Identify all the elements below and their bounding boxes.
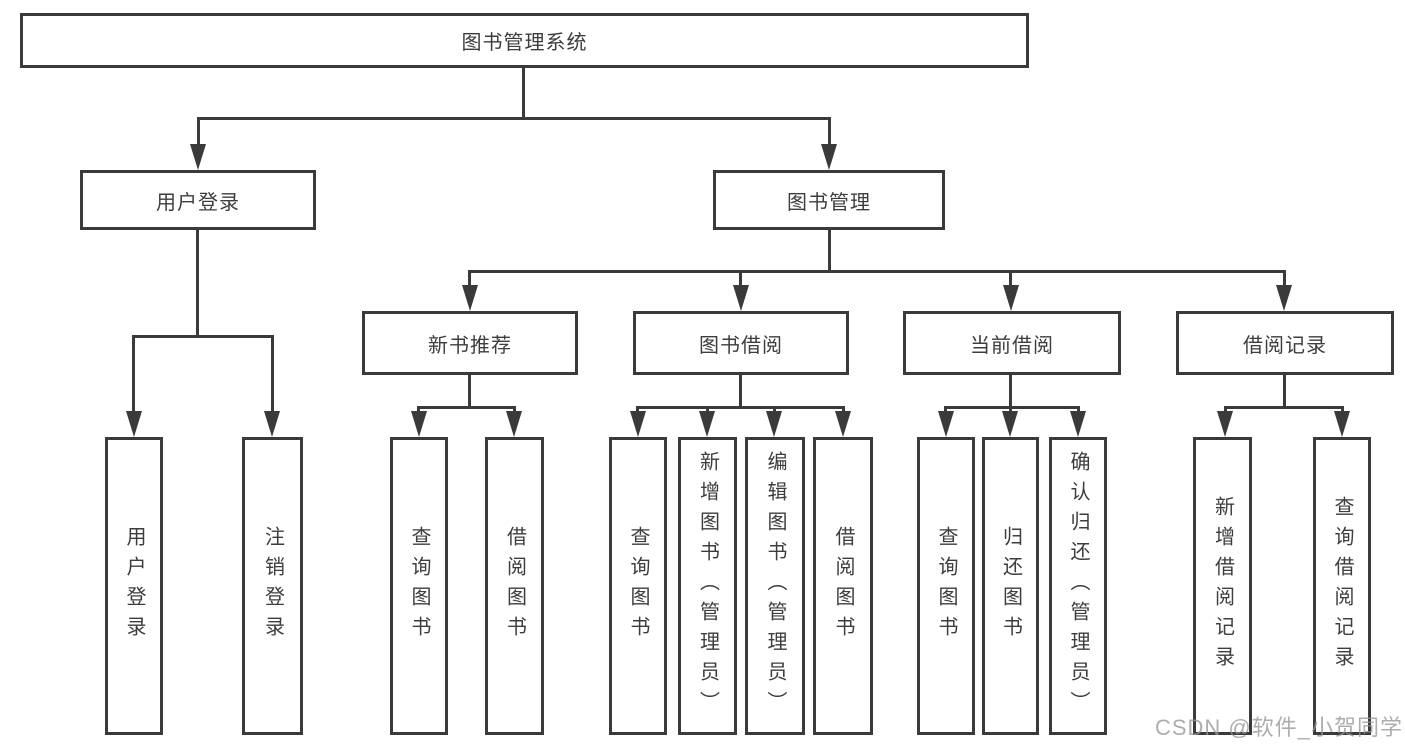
leaf-borrow-books-2: 借阅图书 [813, 437, 873, 735]
leaf-return-book: 归还图书 [982, 437, 1039, 735]
leaf-query-books-recommend: 查询图书 [390, 437, 448, 735]
connector-line [417, 406, 516, 409]
leaf-edit-book-admin-label: 编辑图书（管理员） [764, 451, 786, 721]
leaf-borrow-books-recommend-label: 借阅图书 [503, 526, 526, 646]
node-root: 图书管理系统 [20, 13, 1029, 68]
node-current-borrow-label: 当前借阅 [970, 334, 1054, 357]
connector-line [468, 373, 471, 408]
arrow-down-icon [733, 285, 749, 311]
leaf-logout-label: 注销登录 [261, 526, 284, 646]
leaf-query-books-current: 查询图书 [917, 437, 975, 735]
connector-line [739, 373, 742, 408]
leaf-user-login: 用户登录 [105, 437, 163, 735]
node-new-book-recommend: 新书推荐 [362, 311, 578, 375]
arrow-down-icon [190, 144, 206, 170]
leaf-user-login-label: 用户登录 [123, 526, 145, 646]
arrow-down-icon [1217, 411, 1233, 437]
connector-line [1283, 270, 1286, 290]
connector-line [196, 229, 199, 338]
connector-line [468, 270, 471, 290]
connector-line [636, 406, 845, 409]
node-book-borrow: 图书借阅 [633, 311, 849, 375]
arrow-down-icon [1334, 411, 1350, 437]
connector-line [1009, 373, 1012, 408]
leaf-query-books-borrow: 查询图书 [609, 437, 667, 735]
leaf-query-books-current-label: 查询图书 [935, 526, 957, 646]
connector-line [271, 335, 274, 417]
connector-line [522, 68, 525, 120]
leaf-borrow-books-2-label: 借阅图书 [832, 526, 854, 646]
connector-line [132, 335, 135, 417]
leaf-query-borrow-record: 查询借阅记录 [1313, 437, 1371, 735]
node-book-management-label: 图书管理 [787, 191, 871, 214]
arrow-down-icon [1002, 411, 1018, 437]
leaf-add-borrow-record-label: 新增借阅记录 [1211, 496, 1234, 676]
connector-line [197, 117, 831, 120]
connector-line [1224, 406, 1344, 409]
connector-line [197, 117, 200, 149]
leaf-edit-book-admin: 编辑图书（管理员） [745, 437, 805, 735]
connector-line [828, 117, 831, 149]
leaf-query-borrow-record-label: 查询借阅记录 [1331, 496, 1353, 676]
node-user-login-label: 用户登录 [156, 191, 240, 214]
node-new-book-recommend-label: 新书推荐 [428, 334, 512, 357]
node-book-borrow-label: 图书借阅 [699, 334, 783, 357]
leaf-logout: 注销登录 [242, 437, 303, 735]
csdn-watermark: CSDN @软件_小贺同学 [1154, 715, 1403, 740]
arrow-down-icon [506, 411, 522, 437]
connector-line [828, 229, 831, 273]
node-borrow-records-label: 借阅记录 [1243, 334, 1327, 357]
node-book-management: 图书管理 [713, 170, 945, 230]
arrow-down-icon [1276, 285, 1292, 311]
leaf-add-book-admin-label: 新增图书（管理员） [696, 451, 719, 721]
leaf-query-books-borrow-label: 查询图书 [627, 526, 649, 646]
arrow-down-icon [462, 285, 478, 311]
arrow-down-icon [630, 411, 646, 437]
leaf-confirm-return-admin-label: 确认归还（管理员） [1067, 451, 1089, 721]
node-root-label: 图书管理系统 [461, 32, 588, 54]
leaf-confirm-return-admin: 确认归还（管理员） [1049, 437, 1107, 735]
arrow-down-icon [835, 411, 851, 437]
node-borrow-records: 借阅记录 [1176, 311, 1394, 375]
arrow-down-icon [699, 411, 715, 437]
connector-line [944, 406, 1080, 409]
arrow-down-icon [821, 144, 837, 170]
leaf-add-borrow-record: 新增借阅记录 [1193, 437, 1252, 735]
node-user-login: 用户登录 [80, 170, 316, 230]
leaf-return-book-label: 归还图书 [999, 526, 1022, 646]
leaf-borrow-books-recommend: 借阅图书 [485, 437, 544, 735]
connector-line [1009, 270, 1012, 290]
leaf-add-book-admin: 新增图书（管理员） [678, 437, 737, 735]
arrow-down-icon [264, 411, 280, 437]
connector-line [1283, 373, 1286, 408]
arrow-down-icon [411, 411, 427, 437]
arrow-down-icon [938, 411, 954, 437]
arrow-down-icon [766, 411, 782, 437]
node-current-borrow: 当前借阅 [903, 311, 1121, 375]
arrow-down-icon [1070, 411, 1086, 437]
arrow-down-icon [126, 411, 142, 437]
connector-line [739, 270, 742, 290]
arrow-down-icon [1003, 285, 1019, 311]
connector-line [132, 335, 274, 338]
connector-line [468, 270, 1286, 273]
leaf-query-books-recommend-label: 查询图书 [408, 526, 430, 646]
